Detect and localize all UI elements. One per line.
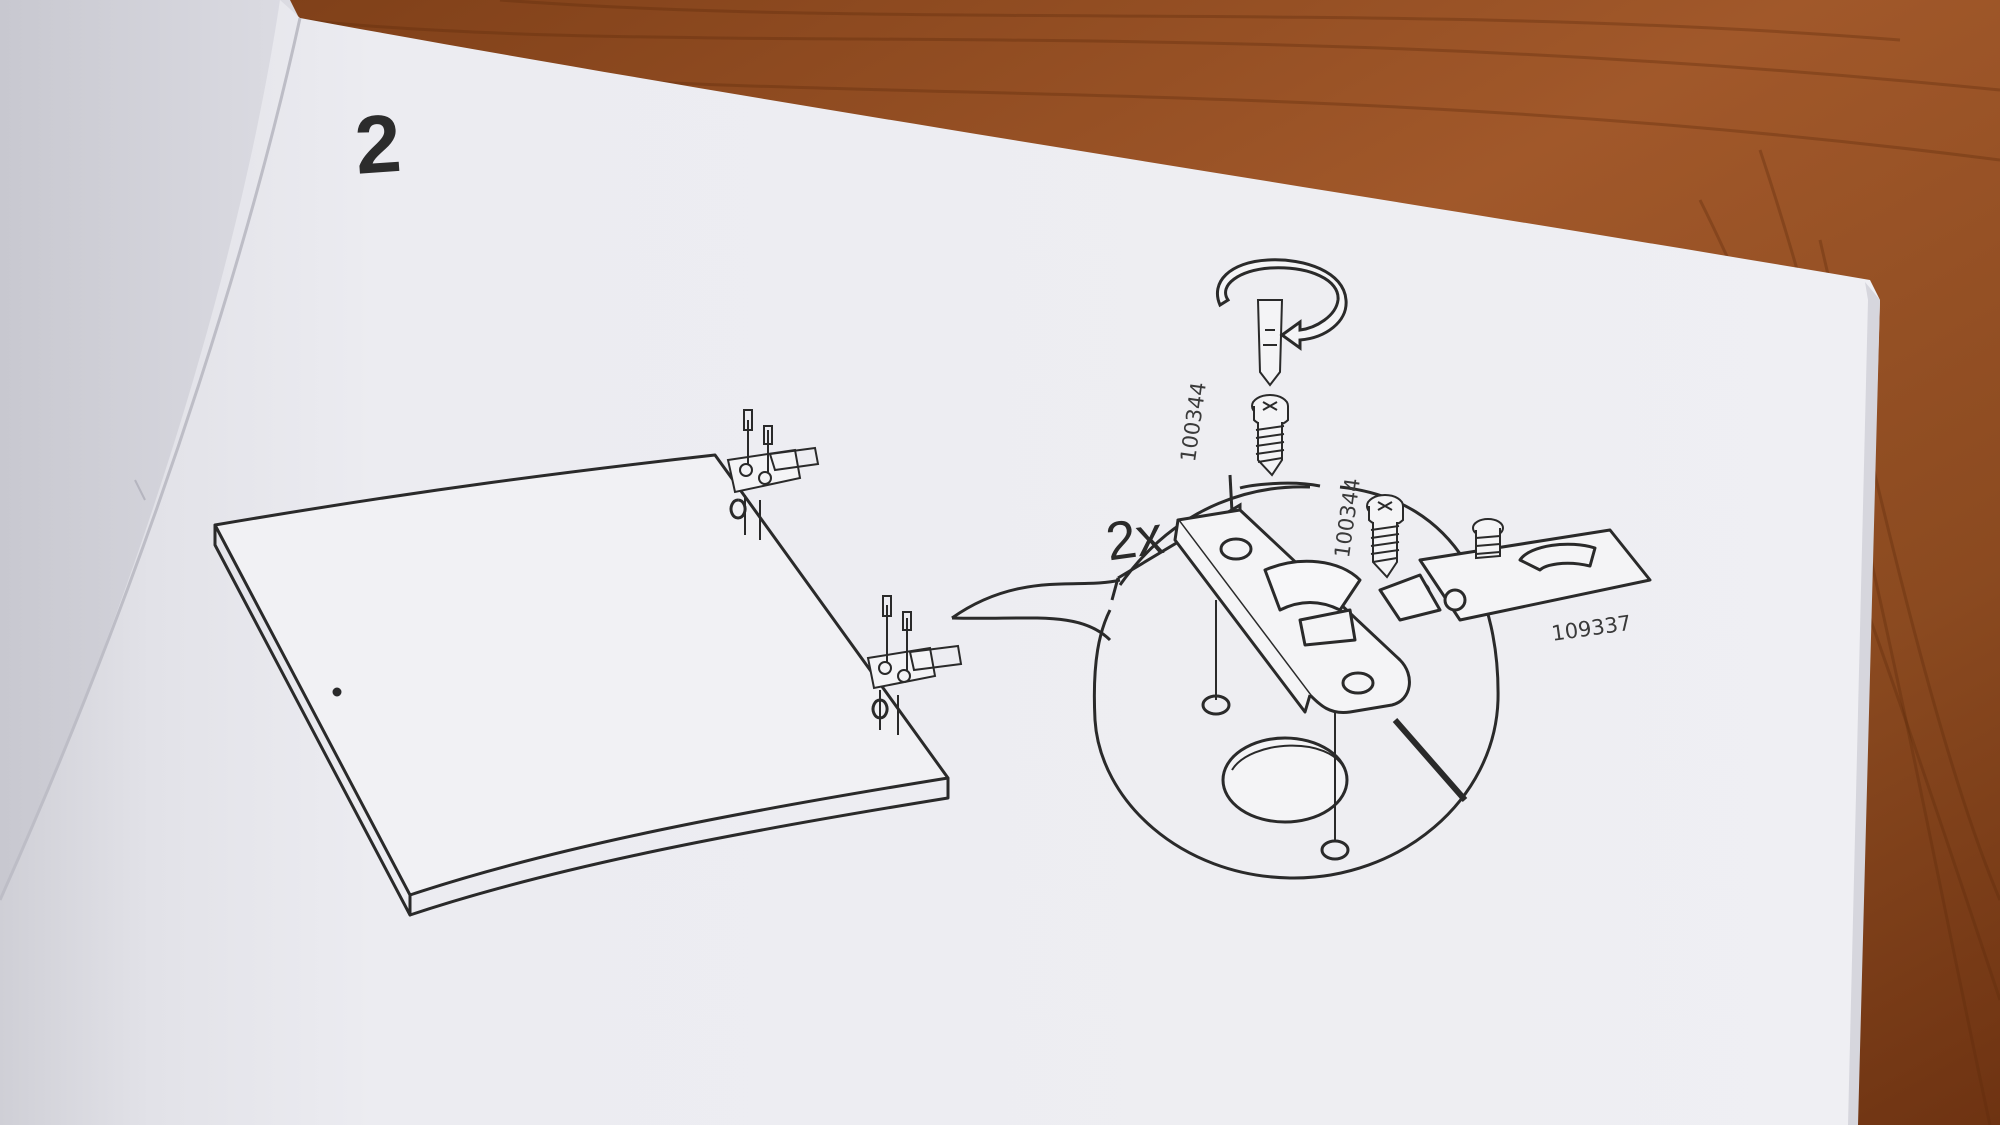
quantity-label: 2x [1102,505,1167,573]
callout-pointer-lower [951,616,1112,642]
rotation-arrow-icon [1216,258,1348,351]
page-edge [1848,282,1880,1125]
guide-arc [1239,481,1321,490]
callout-pointer [951,578,1121,620]
screw-icon [1251,394,1289,477]
screwdriver-icon [1256,299,1284,387]
screw-icon-lower [1366,494,1404,579]
axis-line-right [1392,718,1468,802]
panel-drawing [213,453,950,917]
page-fold [134,479,146,501]
hinge-small-top [726,409,820,540]
left-page [0,0,300,900]
step-number: 2 [352,97,404,192]
screw-small-icon [1472,518,1504,560]
hinge-small-bottom [866,595,963,735]
guide-tick [1228,474,1234,513]
hinge-cup-hole [1221,736,1349,824]
hinge-icon [1173,508,1652,715]
page-crease [0,17,302,901]
